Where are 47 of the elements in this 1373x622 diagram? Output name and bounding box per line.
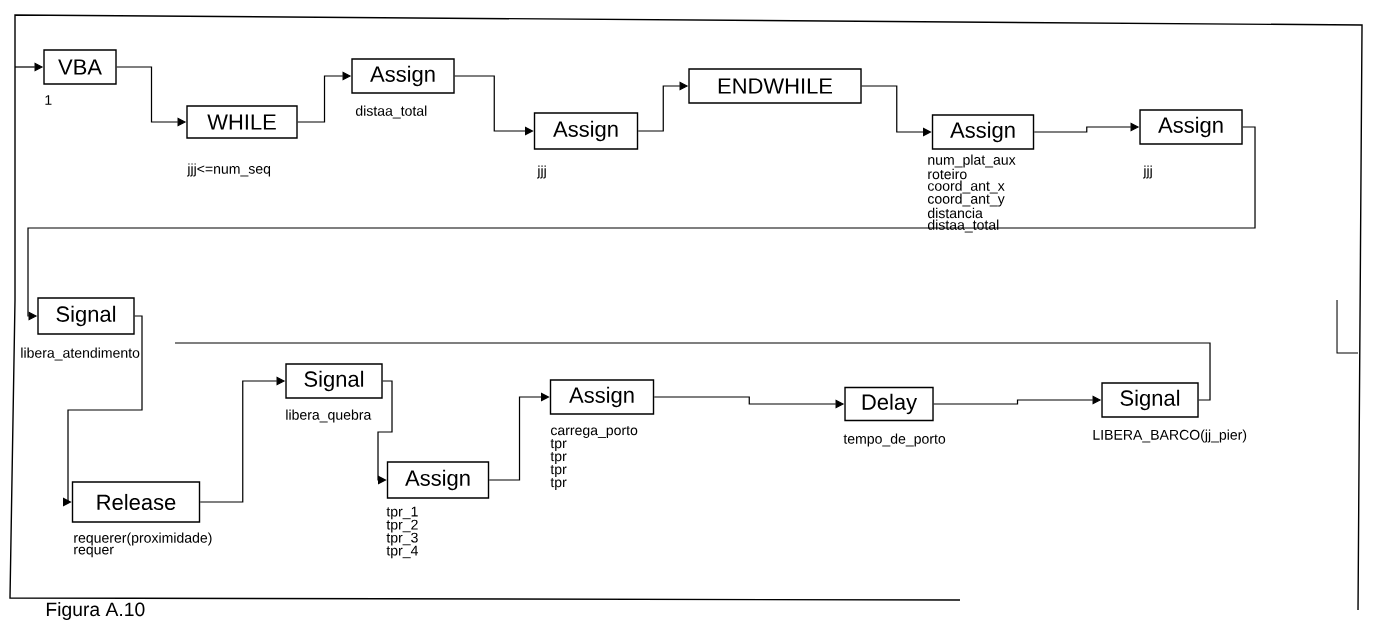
- block-label: roteiro: [928, 168, 967, 180]
- block-label: tpr: [550, 465, 567, 477]
- block-box: Assign: [351, 58, 455, 94]
- block-box: Assign: [533, 112, 639, 150]
- block-label: coord_ant_y: [927, 193, 1005, 207]
- connector-arrow: [454, 75, 534, 136]
- connector-arrow: [861, 85, 932, 137]
- connector-arrow: [488, 392, 550, 481]
- connector-arrow: [27, 126, 1256, 321]
- block-label: jjj: [1143, 165, 1152, 179]
- block-label: tpr_3: [386, 532, 418, 546]
- block-box: Assign: [549, 379, 655, 415]
- block-box: ENDWHILE: [688, 68, 862, 104]
- block-label: jjj<=num_seq: [187, 163, 271, 177]
- block-label: tpr_1: [386, 506, 418, 520]
- block-label: distaa_total: [927, 219, 999, 233]
- block-box: Assign: [1139, 109, 1243, 145]
- block-label: coord_ant_x: [927, 180, 1005, 194]
- block-box: Delay: [844, 386, 934, 422]
- block-label: distancia: [927, 207, 983, 219]
- block-box: Release: [71, 481, 201, 523]
- block-label: tpr_4: [386, 545, 418, 559]
- block-label: libera_quebra: [286, 409, 372, 423]
- block-label: carrega_porto: [550, 426, 638, 438]
- block-label: num_plat_aux: [928, 154, 1016, 168]
- block-label: tpr: [550, 452, 567, 464]
- block-label: 1: [45, 95, 52, 105]
- block-label: requer: [74, 546, 114, 558]
- block-box: Signal: [285, 363, 383, 399]
- block-label: libera_atendimento: [21, 347, 140, 361]
- connector-arrow: [377, 380, 393, 485]
- block-label: tempo_de_porto: [843, 433, 946, 447]
- block-label: LIBERA_BARCO(jj_pier): [1093, 429, 1247, 443]
- block-box: WHILE: [186, 105, 298, 139]
- block-box: VBA: [43, 49, 117, 85]
- block-label: tpr_2: [386, 519, 418, 533]
- caption: Figura A.10: [46, 602, 145, 620]
- block-box: Signal: [1101, 382, 1199, 418]
- block-box: Signal: [37, 297, 135, 335]
- block-label: jjj: [537, 165, 546, 179]
- block-label: distaa_total: [355, 105, 427, 119]
- block-box: Assign: [386, 461, 490, 499]
- connector-arrow: [62, 315, 143, 507]
- block-box: Assign: [931, 114, 1035, 150]
- block-label: tpr: [550, 439, 567, 451]
- block-label: tpr: [550, 478, 567, 490]
- block-label: requerer(proximidade): [74, 532, 212, 546]
